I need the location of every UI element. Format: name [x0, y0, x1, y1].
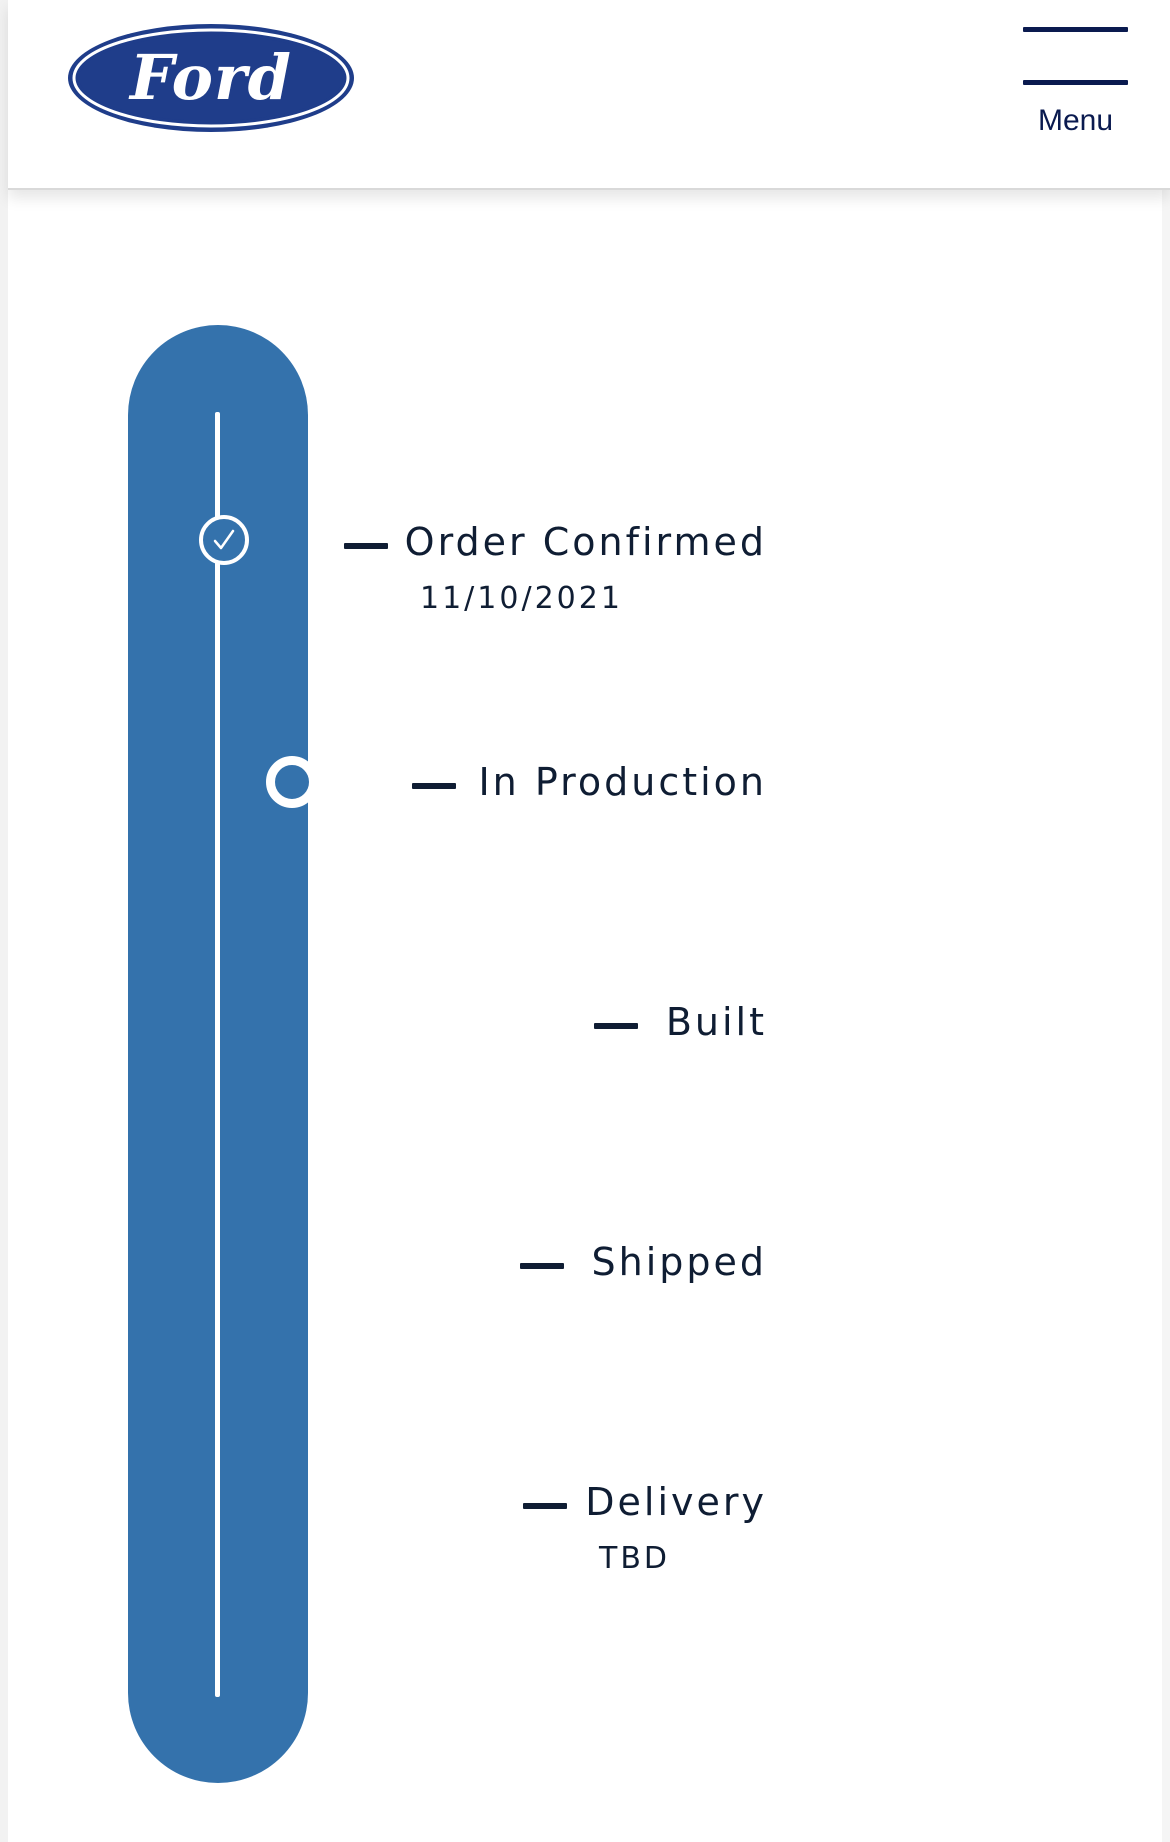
- page-right-edge: [1162, 190, 1170, 1842]
- step-current-node: [266, 756, 318, 808]
- step-complete-node: [199, 515, 249, 565]
- logo-wordmark: Ford: [130, 41, 292, 114]
- check-icon: [213, 529, 235, 550]
- menu-button[interactable]: Menu: [1013, 24, 1133, 154]
- ford-logo[interactable]: Ford: [66, 22, 356, 134]
- page-left-edge: [0, 0, 8, 1842]
- step-label-order-confirmed: Order Confirmed: [404, 520, 767, 564]
- step-date-order-confirmed: 11/10/2021: [420, 581, 623, 616]
- step-dash: [594, 1023, 638, 1029]
- step-status-delivery: TBD: [599, 1541, 671, 1576]
- step-dash: [344, 543, 388, 549]
- step-label-in-production: In Production: [478, 760, 767, 804]
- step-label-built: Built: [665, 1000, 767, 1044]
- ford-oval-icon: [68, 24, 354, 132]
- hamburger-icon-bar-top: [1023, 27, 1128, 32]
- step-dash: [520, 1263, 564, 1269]
- timeline-line: [215, 412, 220, 1697]
- step-label-delivery: Delivery: [585, 1480, 767, 1524]
- step-label-shipped: Shipped: [591, 1240, 767, 1284]
- menu-label: Menu: [1037, 104, 1114, 137]
- site-header: Ford Menu: [8, 0, 1170, 190]
- step-dash: [412, 783, 456, 789]
- step-dash: [523, 1503, 567, 1509]
- hamburger-icon-bar-bottom: [1023, 80, 1128, 85]
